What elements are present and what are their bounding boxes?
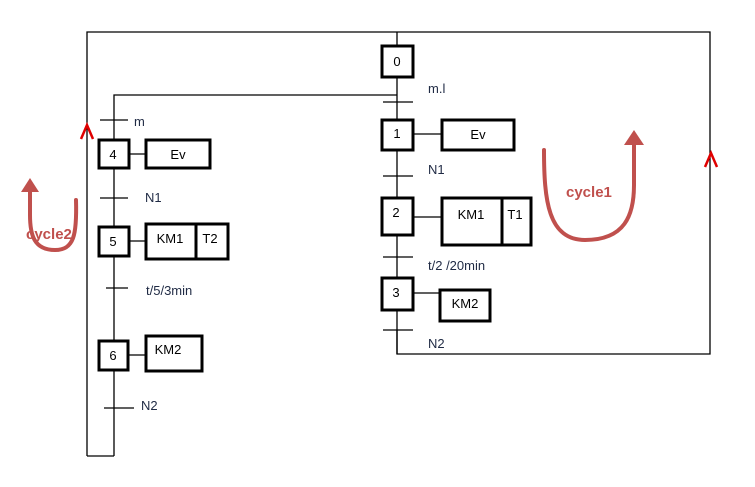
cycle1-arrow-icon — [542, 138, 636, 243]
step-1 — [380, 118, 415, 152]
action-4-ev-label: Ev — [170, 147, 186, 162]
step-2-label: 2 — [392, 205, 399, 220]
direction-arrow-right-icon — [703, 149, 719, 168]
step-4-label: 4 — [109, 147, 116, 162]
transition-6-0-label: N2 — [141, 398, 158, 413]
action-6-km2 — [144, 334, 204, 373]
step-5-label: 5 — [109, 234, 116, 249]
action-3-km2 — [438, 288, 492, 323]
transition-2-3-label: t/2 /20min — [428, 258, 485, 273]
cycle2-label: cycle2 — [26, 226, 72, 243]
action-4-ev — [144, 138, 212, 170]
action-5-t2-label: T2 — [202, 231, 217, 246]
step-0-label: 0 — [393, 54, 400, 69]
action-5-km1-label: KM1 — [157, 231, 184, 246]
direction-arrow-left-icon — [79, 121, 95, 140]
action-1-ev — [440, 118, 516, 152]
step-6 — [97, 339, 130, 372]
action-2 — [440, 196, 533, 247]
step-5 — [97, 225, 131, 258]
action-5 — [144, 222, 230, 261]
step-2 — [380, 196, 415, 237]
transition-3-0-label: N2 — [428, 336, 445, 351]
step-3 — [380, 276, 415, 312]
transition-0-1-label: m.l — [428, 81, 445, 96]
cycle2-arrow-icon — [28, 188, 79, 253]
action-1-ev-label: Ev — [470, 127, 486, 142]
cycle1-label: cycle1 — [566, 184, 612, 201]
transition-1-2-label: N1 — [428, 162, 445, 177]
step-0 — [380, 44, 415, 79]
transition-0-4-label: m — [134, 114, 145, 129]
action-2-t1-label: T1 — [507, 207, 522, 222]
step-1-label: 1 — [393, 126, 400, 141]
action-2-km1-label: KM1 — [458, 207, 485, 222]
step-6-label: 6 — [109, 348, 116, 363]
cycle1-arrowhead-icon — [624, 130, 644, 145]
branch-split-wire — [113, 94, 397, 456]
cycle2-arrowhead-icon — [21, 178, 39, 192]
action-6-km2-label: KM2 — [155, 342, 182, 357]
step-4 — [97, 138, 131, 170]
step-3-label: 3 — [392, 285, 399, 300]
transition-5-6-label: t/5/3min — [146, 283, 192, 298]
transition-4-5-label: N1 — [145, 190, 162, 205]
action-3-km2-label: KM2 — [452, 296, 479, 311]
